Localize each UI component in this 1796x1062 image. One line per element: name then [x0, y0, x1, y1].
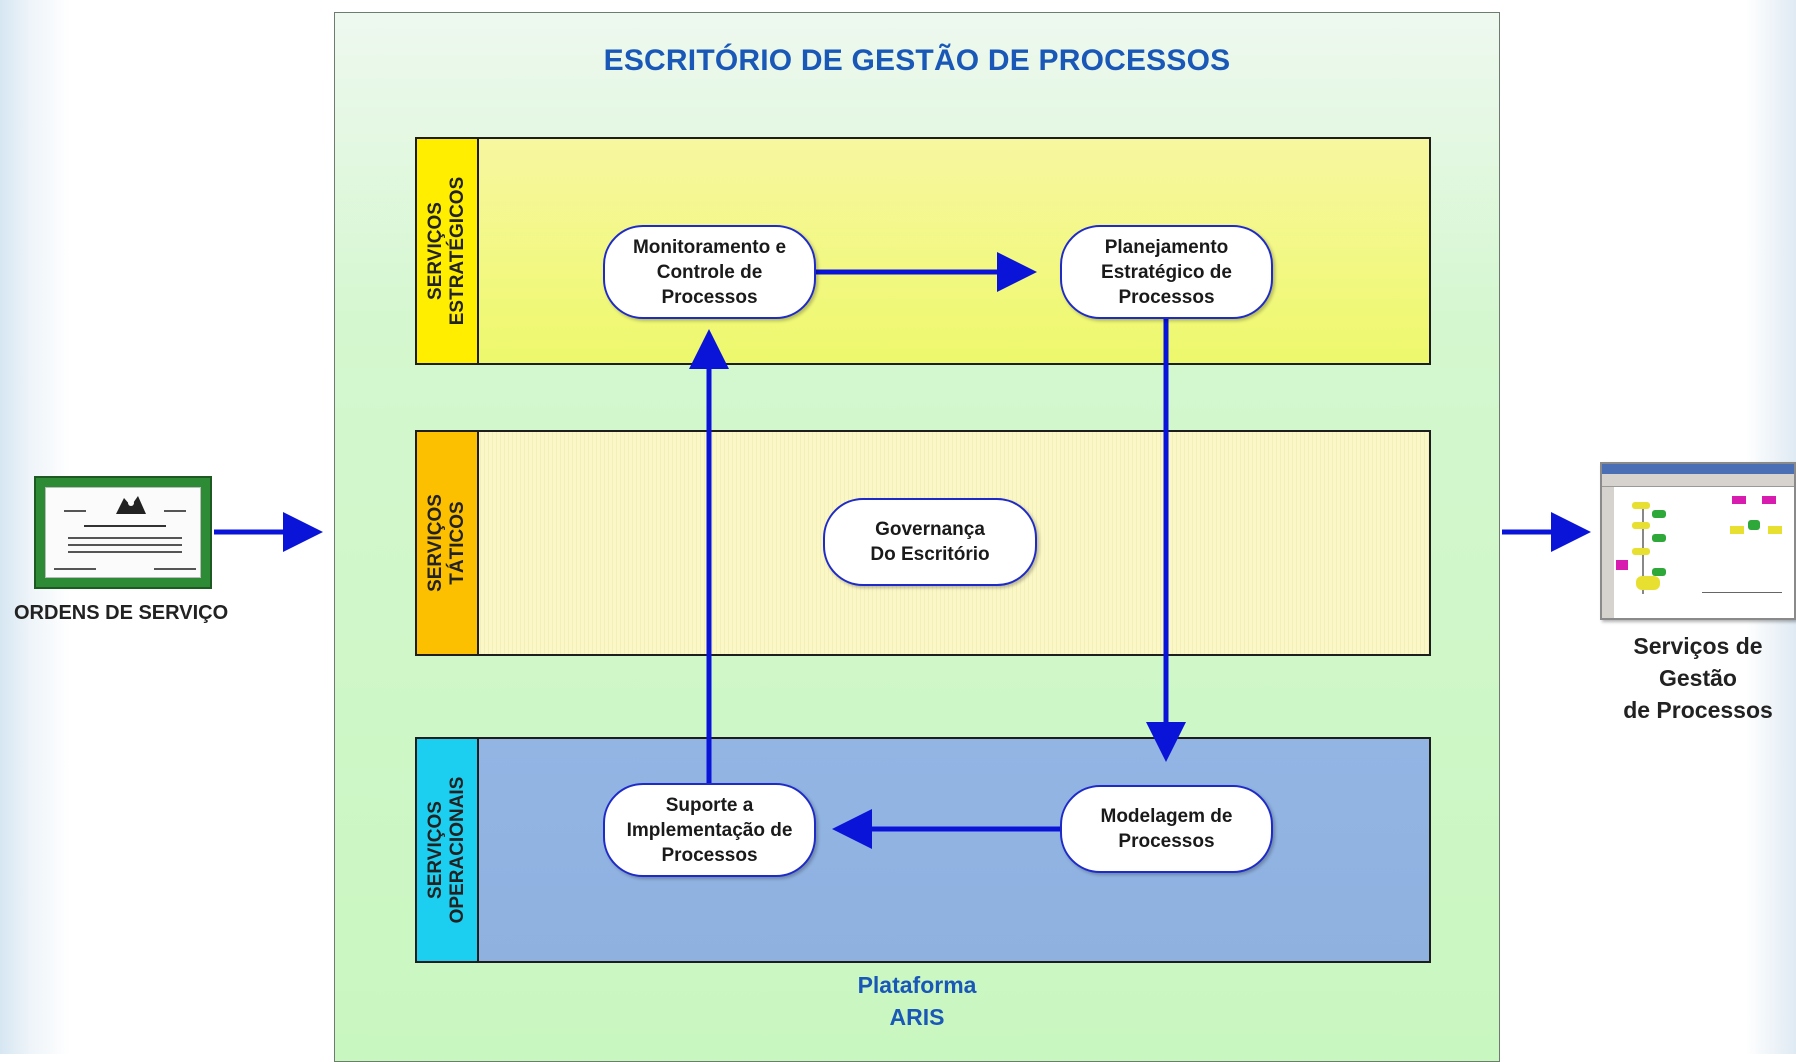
lane-label-line: SERVIÇOS — [425, 202, 446, 300]
label-line: de Processos — [1623, 697, 1773, 723]
lane-label-line: SERVIÇOS — [425, 494, 446, 592]
node-text: Governança — [875, 519, 985, 540]
lane-label-operational: SERVIÇOS OPERACIONAIS — [417, 739, 479, 961]
platform-label: Plataforma ARIS — [817, 969, 1017, 1033]
node-text: Estratégico de — [1101, 261, 1232, 283]
node-text: Controle de — [656, 261, 763, 283]
service-orders-label: ORDENS DE SERVIÇO — [14, 602, 229, 624]
node-strategic-planning: Planejamento Estratégico de Processos — [1060, 225, 1273, 319]
lane-strategic-services: SERVIÇOS ESTRATÉGICOS — [415, 137, 1431, 365]
lane-label-line: ESTRATÉGICOS — [447, 176, 468, 326]
node-text: Monitoramento e — [632, 236, 787, 258]
aris-screenshot-thumbnail — [1600, 462, 1796, 620]
lane-label-tactical: SERVIÇOS TÁTICOS — [417, 432, 479, 654]
node-text: Processos — [661, 286, 758, 308]
node-text: Implementação de — [626, 819, 793, 841]
node-text: Planejamento — [1104, 236, 1229, 258]
lane-label-line: TÁTICOS — [447, 501, 468, 585]
label-line: ARIS — [889, 1004, 945, 1030]
lane-label-strategic: SERVIÇOS ESTRATÉGICOS — [417, 139, 479, 363]
node-monitoring-control: Monitoramento e Controle de Processos — [603, 225, 816, 319]
node-text: Modelagem de — [1100, 806, 1233, 827]
service-order-document-icon — [34, 476, 212, 589]
node-text: Suporte a — [665, 794, 754, 816]
node-text: Processos — [1118, 286, 1215, 308]
seal-icon — [116, 496, 146, 514]
lane-label-line: OPERACIONAIS — [447, 776, 468, 924]
node-implementation-support: Suporte a Implementação de Processos — [603, 783, 816, 877]
label-line: Plataforma — [857, 972, 977, 998]
node-text: Processos — [661, 844, 758, 866]
node-text: Processos — [1118, 831, 1215, 852]
lane-label-line: SERVIÇOS — [425, 801, 446, 899]
diagram-title: ESCRITÓRIO DE GESTÃO DE PROCESSOS — [603, 44, 1231, 77]
label-line: Gestão — [1659, 665, 1737, 691]
label-line: Serviços de — [1633, 633, 1763, 659]
node-process-modeling: Modelagem de Processos — [1060, 785, 1273, 873]
process-management-services-label: Serviços de Gestão de Processos — [1600, 630, 1796, 726]
node-office-governance: Governança Do Escritório — [823, 498, 1037, 586]
node-text: Do Escritório — [870, 544, 990, 565]
lane-operational-services: SERVIÇOS OPERACIONAIS — [415, 737, 1431, 963]
